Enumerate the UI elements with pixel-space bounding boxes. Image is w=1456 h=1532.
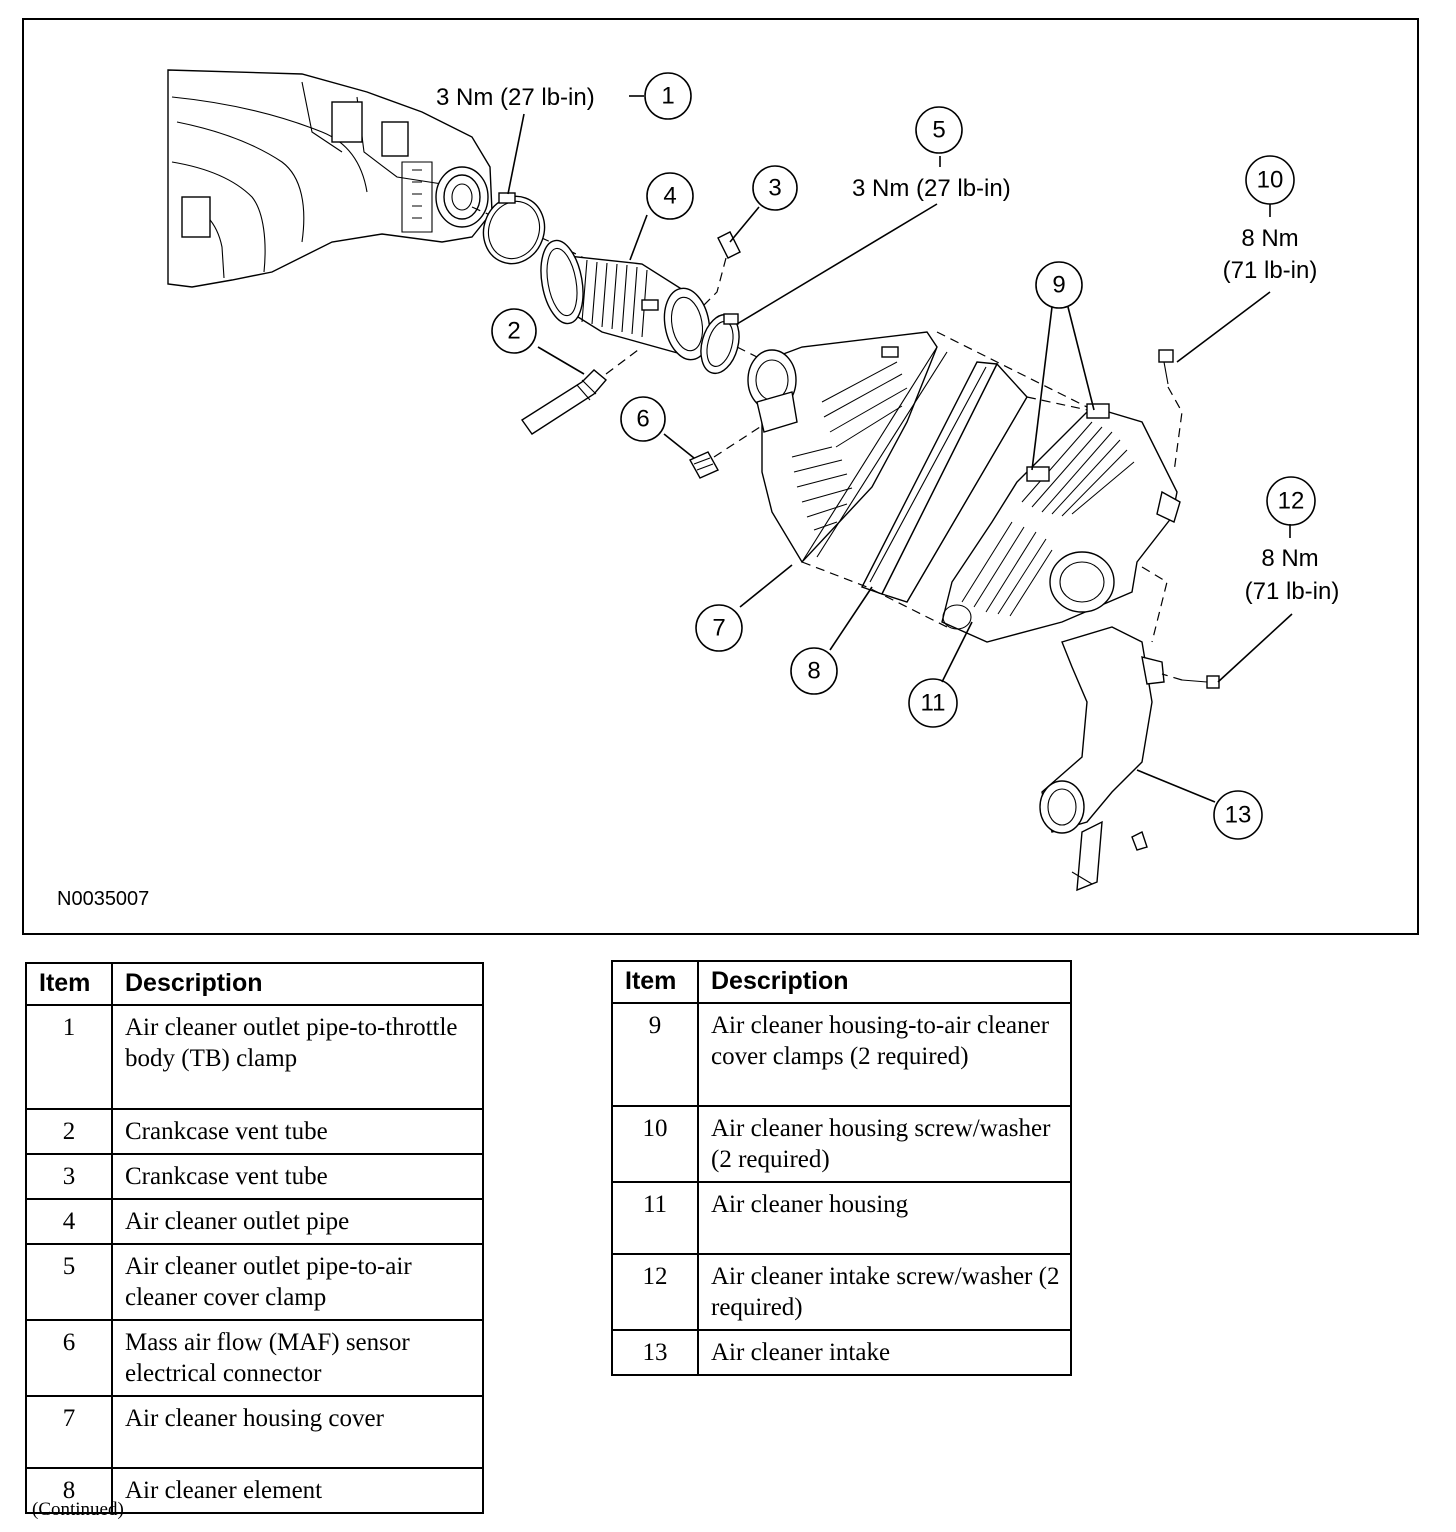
column-header-item: Item xyxy=(611,960,699,1004)
vent-tube-3-drawing xyxy=(701,231,741,308)
item-description: Air cleaner outlet pipe-to-throttle body… xyxy=(111,1004,484,1110)
housing-cover-7-drawing xyxy=(747,331,948,564)
table-header-row: Item Description xyxy=(611,960,1072,1004)
intake-13-drawing xyxy=(1039,626,1165,892)
table-header-row: Item Description xyxy=(25,962,484,1006)
parts-table-left: Item Description 1 Air cleaner outlet pi… xyxy=(25,962,484,1514)
parts-table-right: Item Description 9 Air cleaner housing-t… xyxy=(611,960,1072,1376)
svg-text:5: 5 xyxy=(932,117,945,144)
item-number: 7 xyxy=(25,1395,113,1469)
torque-label-1: 3 Nm (27 lb-in) xyxy=(436,84,595,111)
torque-label-10-nm: 8 Nm xyxy=(1241,225,1298,252)
callout-11: 11 xyxy=(908,678,958,728)
item-description: Air cleaner element xyxy=(111,1467,484,1514)
item-number: 9 xyxy=(611,1002,699,1107)
table-row: 5 Air cleaner outlet pipe-to-air cleaner… xyxy=(25,1243,484,1321)
callout-12: 12 xyxy=(1266,476,1316,526)
callout-1: 1 xyxy=(644,72,692,120)
clamp-1-drawing xyxy=(482,192,546,265)
svg-text:6: 6 xyxy=(636,406,649,433)
callout-3: 3 xyxy=(752,165,798,211)
table-row: 12 Air cleaner intake screw/washer (2 re… xyxy=(611,1253,1072,1331)
continued-note: (Continued) xyxy=(32,1499,124,1520)
svg-text:7: 7 xyxy=(712,615,725,642)
table-row: 1 Air cleaner outlet pipe-to-throttle bo… xyxy=(25,1004,484,1110)
svg-text:8: 8 xyxy=(807,658,820,685)
svg-text:10: 10 xyxy=(1257,167,1284,194)
item-number: 3 xyxy=(25,1153,113,1200)
svg-text:9: 9 xyxy=(1052,272,1065,299)
column-header-description: Description xyxy=(111,962,484,1006)
item-number: 5 xyxy=(25,1243,113,1321)
column-header-description: Description xyxy=(697,960,1072,1004)
item-number: 12 xyxy=(611,1253,699,1331)
torque-label-10-lbin: (71 lb-in) xyxy=(1223,257,1318,284)
callout-9: 9 xyxy=(1035,261,1083,309)
outlet-pipe-4-drawing xyxy=(540,239,711,361)
item-description: Air cleaner housing xyxy=(697,1181,1072,1255)
table-row: 4 Air cleaner outlet pipe xyxy=(25,1198,484,1245)
table-row: 8 Air cleaner element xyxy=(25,1467,484,1514)
table-row: 3 Crankcase vent tube xyxy=(25,1153,484,1200)
callout-2: 2 xyxy=(491,308,537,354)
item-number: 6 xyxy=(25,1319,113,1397)
callout-4: 4 xyxy=(646,172,694,220)
svg-text:11: 11 xyxy=(921,690,946,717)
svg-text:12: 12 xyxy=(1278,488,1305,515)
callout-8: 8 xyxy=(790,647,838,695)
screw-12-drawing xyxy=(1161,673,1220,689)
svg-text:2: 2 xyxy=(507,318,520,345)
table-row: 7 Air cleaner housing cover xyxy=(25,1395,484,1469)
item-description: Air cleaner housing screw/washer (2 requ… xyxy=(697,1105,1072,1183)
callout-7: 7 xyxy=(695,604,743,652)
item-description: Air cleaner intake screw/washer (2 requi… xyxy=(697,1253,1072,1331)
callout-13: 13 xyxy=(1213,790,1263,840)
item-number: 2 xyxy=(25,1108,113,1155)
item-description: Air cleaner housing cover xyxy=(111,1395,484,1469)
clamp-5-drawing xyxy=(700,313,740,375)
callout-6: 6 xyxy=(620,396,666,442)
item-description: Air cleaner outlet pipe xyxy=(111,1198,484,1245)
table-row: 11 Air cleaner housing xyxy=(611,1181,1072,1255)
screw-10-drawing xyxy=(1158,349,1183,473)
callout-10: 10 xyxy=(1245,155,1295,205)
svg-text:1: 1 xyxy=(661,83,674,110)
svg-text:4: 4 xyxy=(663,183,676,210)
exploded-view-diagram: 1 2 3 4 5 6 7 8 9 10 11 12 13 3 Nm (27 l… xyxy=(22,18,1419,935)
item-number: 4 xyxy=(25,1198,113,1245)
item-description: Air cleaner intake xyxy=(697,1329,1072,1376)
item-description: Air cleaner housing-to-air cleaner cover… xyxy=(697,1002,1072,1107)
torque-label-5: 3 Nm (27 lb-in) xyxy=(852,175,1011,202)
svg-text:3: 3 xyxy=(768,175,781,202)
torque-label-12-nm: 8 Nm xyxy=(1261,545,1318,572)
item-description: Mass air flow (MAF) sensor electrical co… xyxy=(111,1319,484,1397)
diagram-canvas: 1 2 3 4 5 6 7 8 9 10 11 12 13 3 Nm (27 l… xyxy=(57,69,1340,910)
item-number: 8 xyxy=(25,1467,113,1514)
item-description: Air cleaner outlet pipe-to-air cleaner c… xyxy=(111,1243,484,1321)
item-description: Crankcase vent tube xyxy=(111,1108,484,1155)
column-header-item: Item xyxy=(25,962,113,1006)
item-number: 11 xyxy=(611,1181,699,1255)
figure-id: N0035007 xyxy=(57,888,149,910)
torque-label-12-lbin: (71 lb-in) xyxy=(1245,578,1340,605)
callout-5: 5 xyxy=(915,106,963,154)
table-row: 2 Crankcase vent tube xyxy=(25,1108,484,1155)
item-number: 1 xyxy=(25,1004,113,1110)
table-row: 13 Air cleaner intake xyxy=(611,1329,1072,1376)
svg-text:13: 13 xyxy=(1225,802,1252,829)
table-row: 10 Air cleaner housing screw/washer (2 r… xyxy=(611,1105,1072,1183)
table-row: 6 Mass air flow (MAF) sensor electrical … xyxy=(25,1319,484,1397)
maf-connector-6-drawing xyxy=(689,426,761,479)
housing-11-drawing xyxy=(941,403,1181,643)
table-row: 9 Air cleaner housing-to-air cleaner cov… xyxy=(611,1002,1072,1107)
vent-tube-2-drawing xyxy=(521,346,643,435)
item-description: Crankcase vent tube xyxy=(111,1153,484,1200)
item-number: 13 xyxy=(611,1329,699,1376)
intake-manifold-drawing xyxy=(167,69,493,288)
item-number: 10 xyxy=(611,1105,699,1183)
